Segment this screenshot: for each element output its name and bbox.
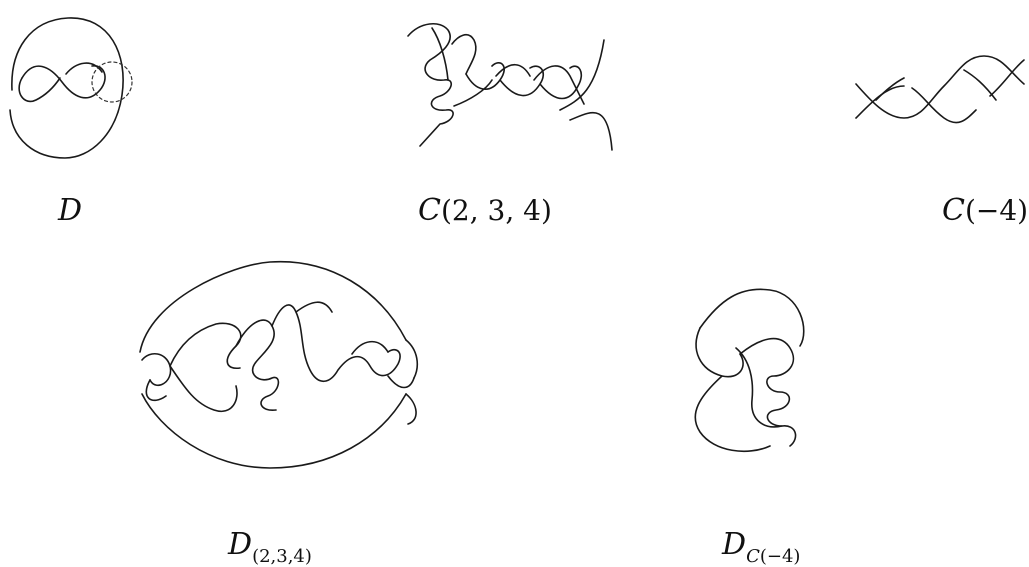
caption-Cm4: C(−4): [942, 196, 1028, 226]
knot-DCm4: [694, 288, 805, 452]
caption-Cm4-args: (−4): [964, 194, 1029, 227]
caption-DCm4: DC(−4): [722, 530, 800, 566]
caption-DCm4-symbol: D: [722, 527, 747, 562]
caption-D: D: [58, 196, 82, 226]
knot-D: [9, 17, 133, 159]
caption-D234-subscript: (2,3,4): [252, 546, 312, 567]
caption-D-symbol: D: [58, 193, 83, 228]
knot-D234: [139, 260, 419, 469]
caption-DCm4-subscript: C(−4): [746, 546, 800, 567]
tangle-Cm4: [855, 55, 1025, 124]
caption-DCm4-sub-symbol: C: [746, 546, 760, 567]
caption-C234-symbol: C: [418, 193, 441, 228]
caption-Cm4-symbol: C: [942, 193, 965, 228]
caption-D234: D(2,3,4): [228, 530, 312, 566]
caption-DCm4-sub-args: (−4): [759, 546, 801, 567]
caption-C234-args: (2, 3, 4): [440, 194, 552, 227]
caption-C234: C(2, 3, 4): [418, 196, 552, 226]
tangle-C234: [407, 23, 613, 151]
caption-D234-symbol: D: [228, 527, 253, 562]
